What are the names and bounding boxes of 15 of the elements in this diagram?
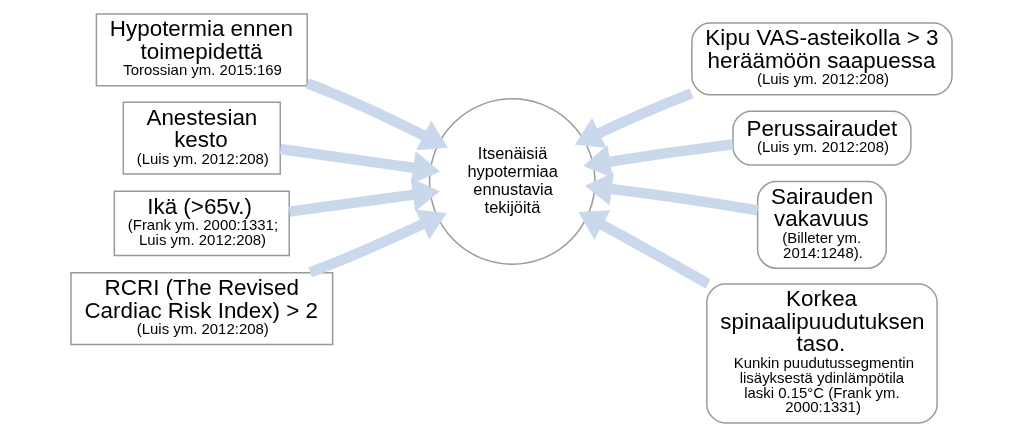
node-box: Ikä (>65v.) (Frank ym. 2000:1331; Luis ym. 2012:208) [113,190,290,257]
node-box: Anestesian kesto (Luis ym. 2012:208) [122,101,282,175]
arrow [305,78,448,151]
arrow [578,210,711,289]
node-box: Kipu VAS-asteikolla > 3 heräämöön saapuessa (Luis ym. 2012:208) [691,22,953,96]
node-circle: Itsenäisiä hypotermiaa ennustavia tekijöitä [428,98,596,265]
node-box: Perussairaudet (Luis ym. 2012:208) [732,110,912,166]
arrow [574,88,694,149]
arrow [288,178,440,217]
node-box: Korkea spinaalipuudutuksen taso. Kunkin puudutussegmentin lisäyksestä ydinlämpötila laski 0.15°C (Frank ym. 2000:1331) [706,283,938,424]
arrow [308,209,447,278]
node-box: RCRI (The Revised Cardiac Risk Index) > 2 (Luis ym. 2012:208) [70,271,334,346]
node-box: Sairauden vakavuus (Billeter ym. 2014:1248). [756,180,887,269]
arrow [584,172,759,216]
node-box: Hypotermia ennen toimepidettä Torossian ym. 2015:169 [95,13,308,87]
